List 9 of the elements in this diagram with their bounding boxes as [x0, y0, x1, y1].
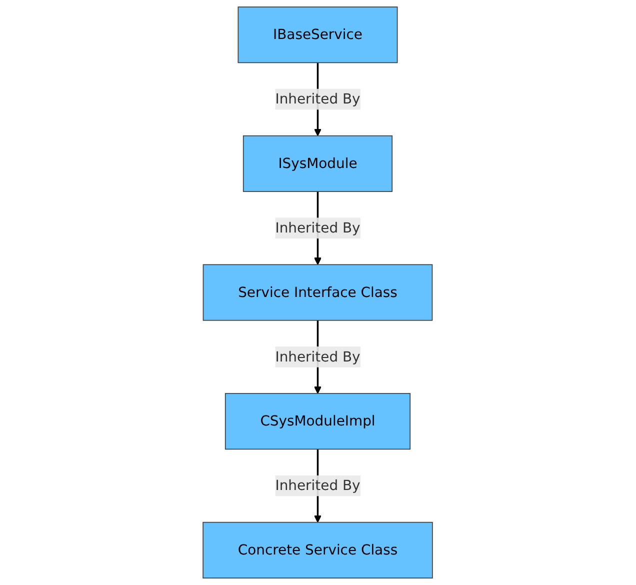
node-box: IBaseService — [238, 6, 398, 64]
edge-label: Inherited By — [275, 219, 361, 236]
node-box: CSysModuleImpl — [225, 393, 411, 450]
node-box: ISysModule — [243, 135, 393, 192]
edge-label: Inherited By — [275, 477, 361, 494]
node-box: Concrete Service Class — [202, 522, 434, 578]
node-box: Service Interface Class — [203, 264, 433, 321]
edge-label: Inherited By — [275, 348, 361, 365]
edge-label: Inherited By — [275, 90, 361, 108]
